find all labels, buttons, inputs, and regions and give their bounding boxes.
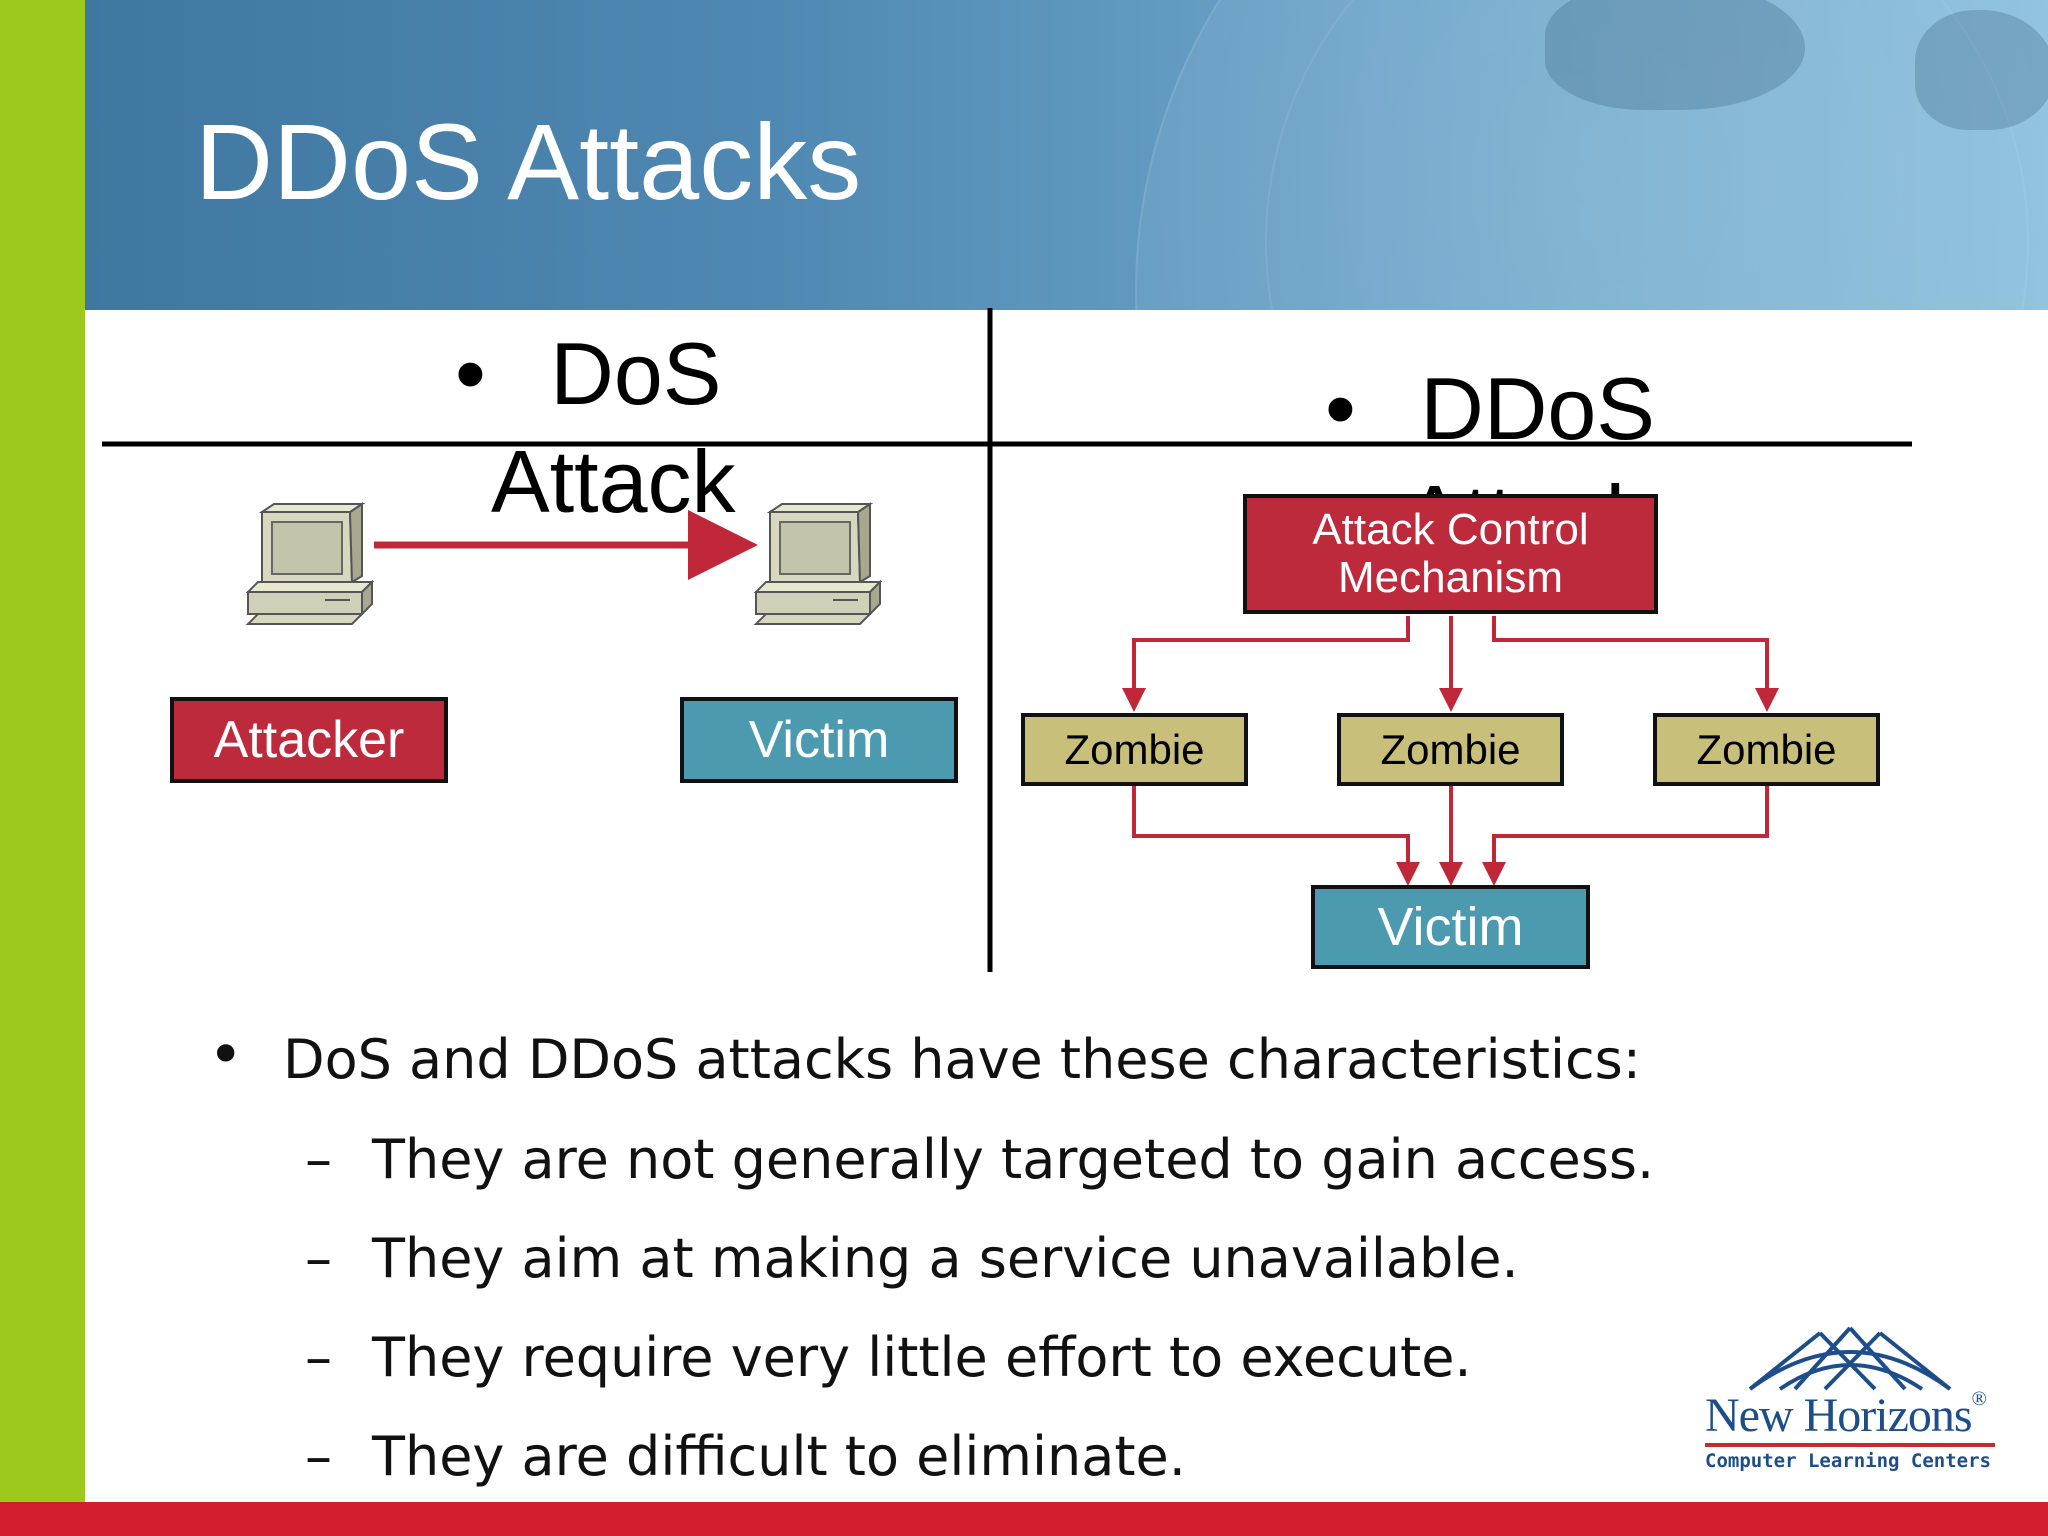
zombie-to-victim-arrow xyxy=(1132,786,1420,886)
registered-mark: ® xyxy=(1971,1388,1987,1410)
bottom-accent-bar xyxy=(0,1502,2048,1536)
title-banner xyxy=(85,0,2048,310)
sub-bullet-marker: – xyxy=(305,1227,332,1290)
left-accent-bar xyxy=(0,0,85,1536)
ddos-victim-label-box: Victim xyxy=(1311,885,1590,969)
dos-heading-bullet: • xyxy=(455,324,486,423)
control-to-zombie-arrow xyxy=(1122,616,1410,712)
characteristic-item: They are difficult to eliminate. xyxy=(372,1425,1186,1488)
zombie-to-victim-arrow xyxy=(1482,786,1769,886)
dos-heading-line1: DoS xyxy=(550,324,722,423)
dos-victim-label: Victim xyxy=(748,711,890,769)
dos-heading-line2: Attack xyxy=(491,432,736,531)
zombie-label: Zombie xyxy=(1696,725,1837,773)
logo-wordmark: New Horizons® xyxy=(1705,1388,1987,1443)
sub-bullet-marker: – xyxy=(305,1128,332,1191)
slide-title: DDoS Attacks xyxy=(195,101,862,222)
zombie-box: Zombie xyxy=(1337,713,1564,786)
victim-computer-icon xyxy=(753,502,883,625)
logo-tagline: Computer Learning Centers xyxy=(1705,1450,1991,1472)
zombie-box: Zombie xyxy=(1653,713,1880,786)
ddos-heading-bullet: • xyxy=(1325,359,1356,458)
attack-control-box: Attack Control Mechanism xyxy=(1243,494,1658,614)
attacker-computer-icon xyxy=(245,502,375,625)
attacker-label-box: Attacker xyxy=(170,697,448,783)
attacker-label: Attacker xyxy=(213,711,405,769)
globe-land-shape xyxy=(1915,10,2048,130)
attack-control-line1: Attack Control xyxy=(1312,505,1589,554)
logo-name: New Horizons xyxy=(1705,1389,1973,1442)
globe-land-shape xyxy=(1545,0,1805,110)
dos-victim-label-box: Victim xyxy=(680,697,958,783)
zombie-box: Zombie xyxy=(1021,713,1248,786)
new-horizons-logo-icon xyxy=(1748,1326,1952,1391)
characteristics-intro: DoS and DDoS attacks have these characte… xyxy=(283,1028,1641,1091)
characteristic-item: They aim at making a service unavailable… xyxy=(372,1227,1519,1290)
ddos-heading-line1: DDoS xyxy=(1420,359,1656,458)
bullet-marker: • xyxy=(208,1020,244,1090)
sub-bullet-marker: – xyxy=(305,1425,332,1488)
characteristic-item: They are not generally targeted to gain … xyxy=(372,1128,1655,1191)
ddos-victim-label: Victim xyxy=(1377,897,1524,957)
sub-bullet-marker: – xyxy=(305,1326,332,1389)
dos-heading: • DoS Attack xyxy=(455,320,736,536)
zombie-label: Zombie xyxy=(1064,725,1205,773)
characteristic-item: They require very little effort to execu… xyxy=(372,1326,1472,1389)
zombie-label: Zombie xyxy=(1380,725,1521,773)
logo-divider xyxy=(1705,1443,1995,1447)
attack-control-line2: Mechanism xyxy=(1338,553,1563,602)
control-to-zombie-arrow xyxy=(1492,616,1779,712)
